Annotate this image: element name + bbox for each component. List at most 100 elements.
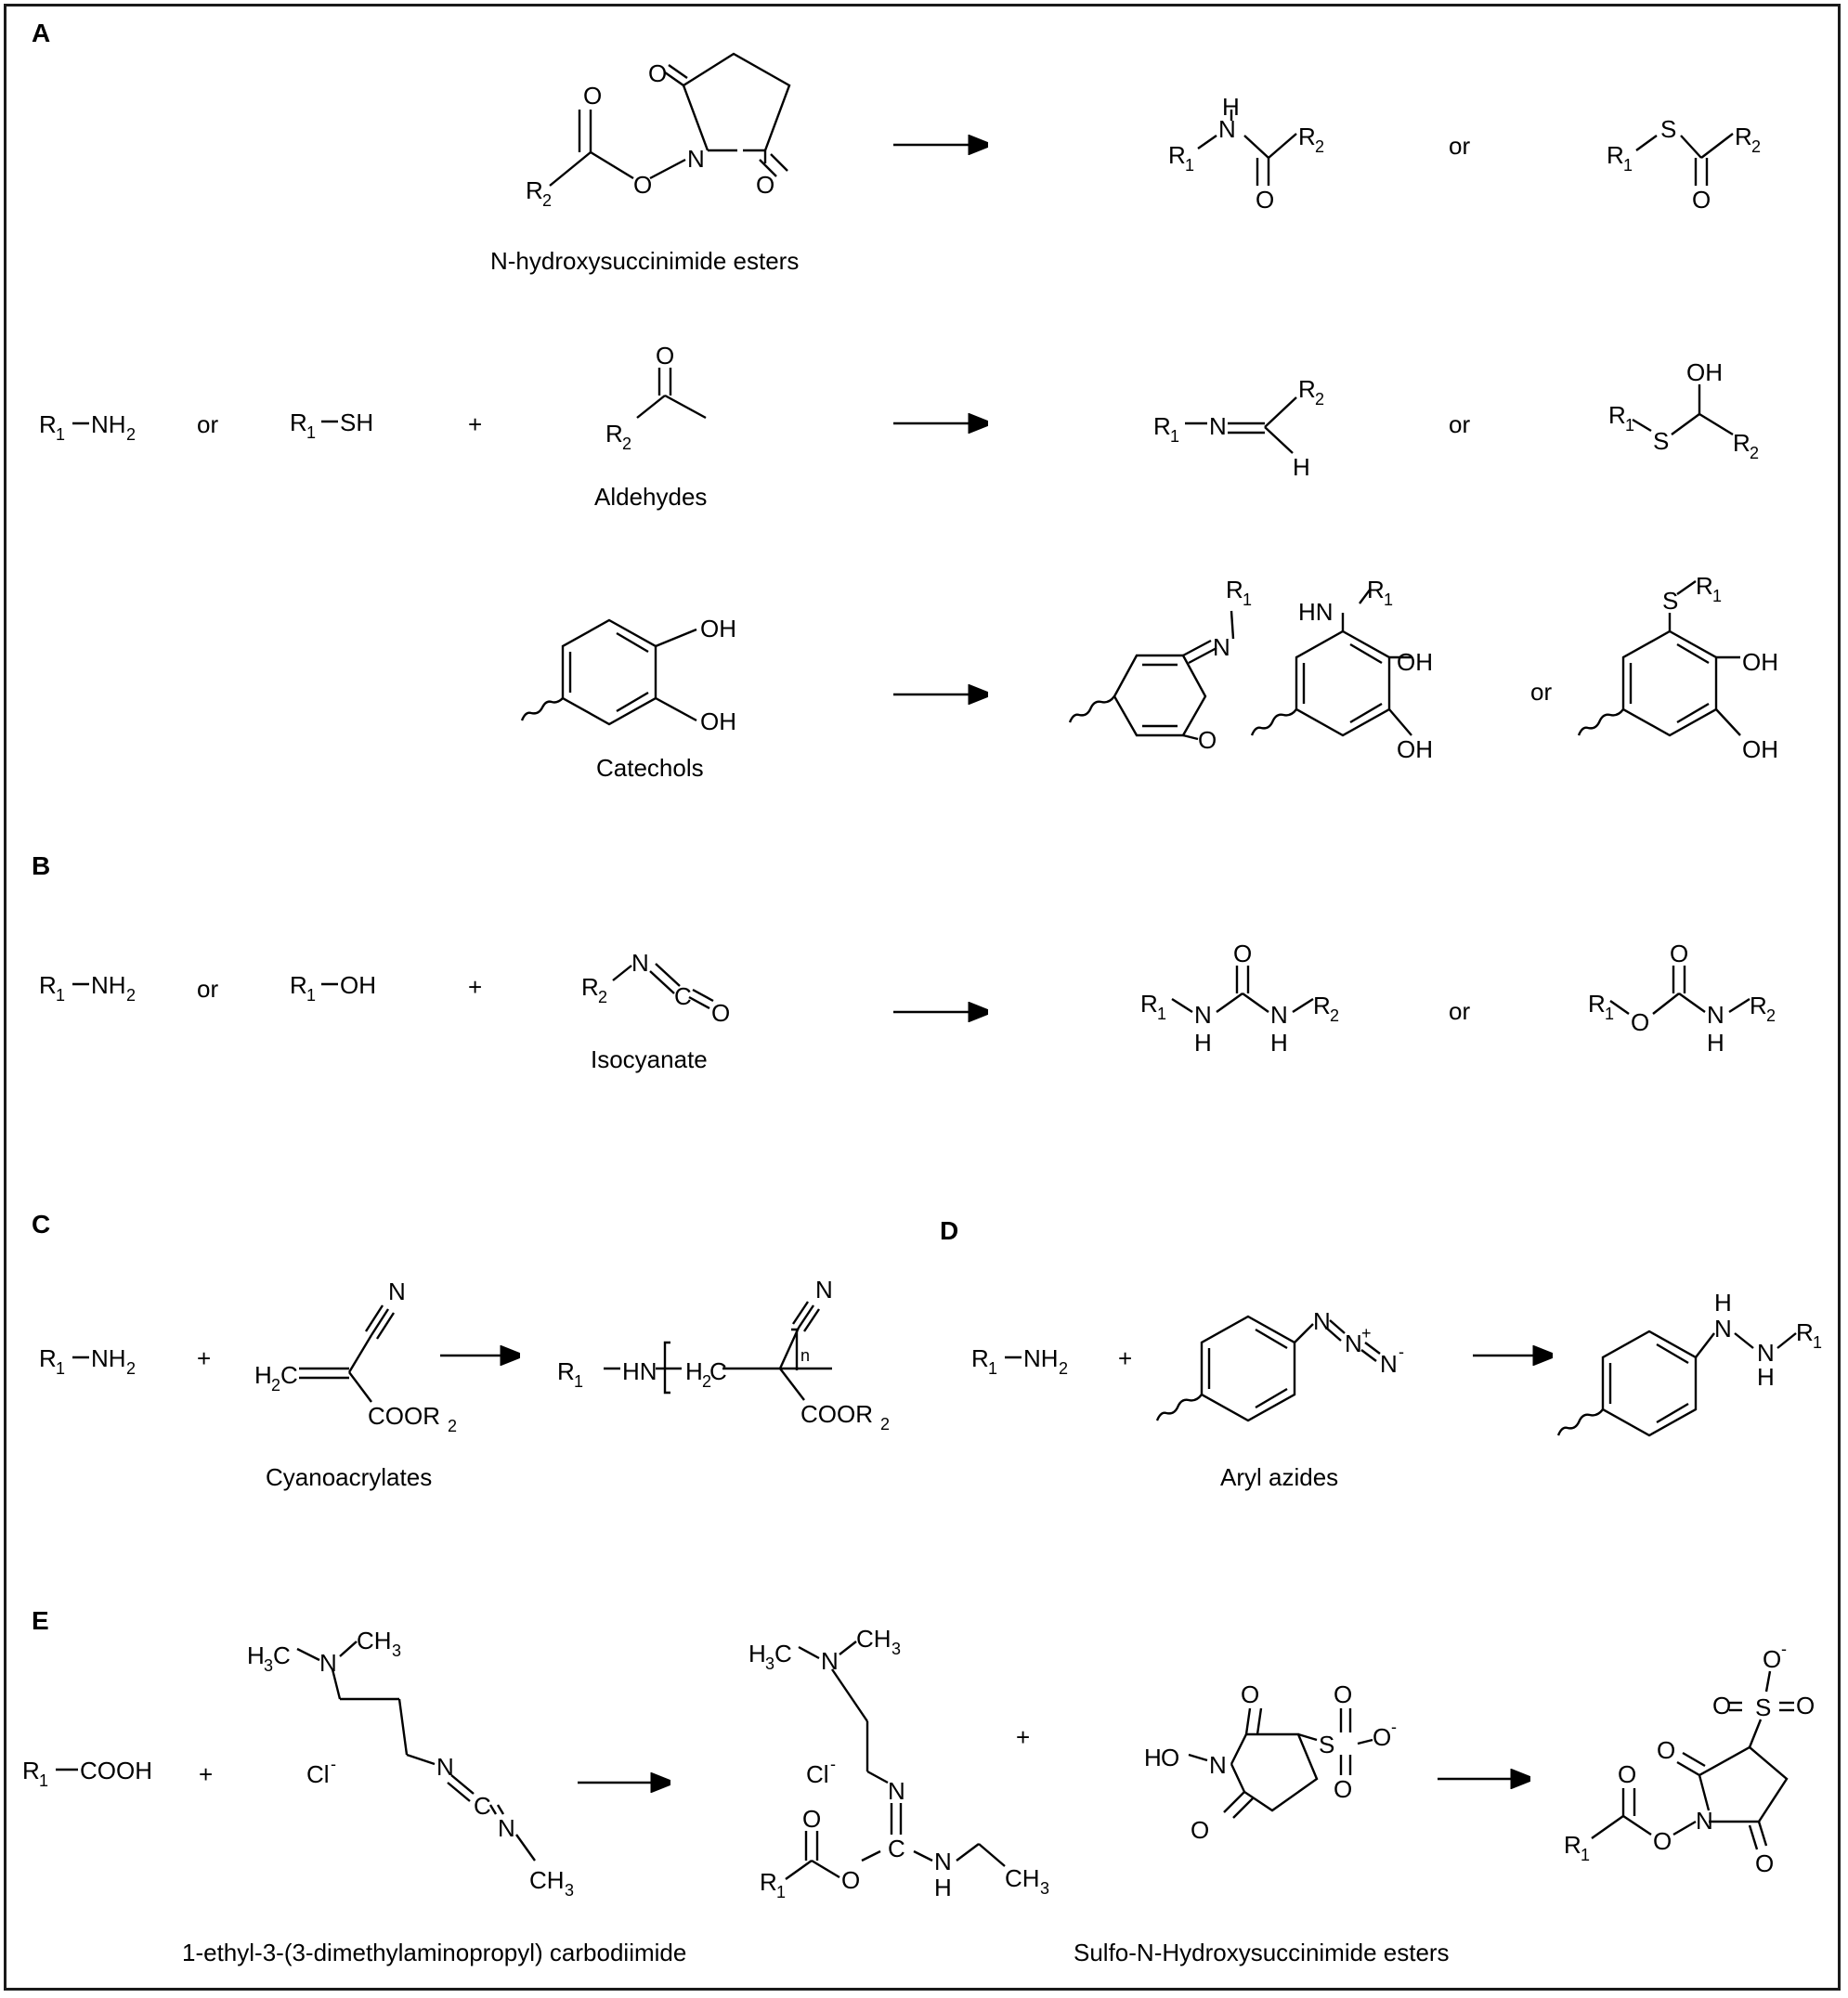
atom-oh: OH <box>1397 648 1433 676</box>
urea-product-structure <box>1171 966 1314 1014</box>
atom-r: R <box>1696 572 1713 600</box>
atom-o: O <box>1334 1680 1352 1708</box>
atom-o: O <box>802 1805 821 1833</box>
atom-c: C <box>774 1640 792 1667</box>
atom-subscript: 3 <box>392 1641 401 1660</box>
atom-r: R <box>1140 990 1158 1018</box>
atom-subscript: 1 <box>1712 587 1722 605</box>
atom-o: O <box>1161 1744 1179 1771</box>
atom-subscript: 3 <box>565 1881 574 1900</box>
atom-subscript: 1 <box>39 1771 48 1790</box>
atom-subscript: 2 <box>126 1359 136 1378</box>
atom-n: N <box>1218 115 1236 143</box>
atom-o: O <box>656 342 674 370</box>
thiocatechol-product-structure <box>1577 580 1741 737</box>
atom-o: O <box>1198 726 1217 754</box>
atom-subscript: 3 <box>1040 1879 1049 1898</box>
atom-subscript: 2 <box>1766 1006 1776 1025</box>
atom-r: R <box>581 973 599 1001</box>
atom-r: R <box>1735 123 1752 150</box>
plus-sign: + <box>1118 1344 1132 1372</box>
atom-o: O <box>1191 1816 1209 1844</box>
atom-subscript: 2 <box>1330 1006 1339 1025</box>
atom-r: R <box>1750 992 1767 1019</box>
atom-n: N <box>319 1649 337 1677</box>
atom-subscript: 2 <box>1750 444 1759 462</box>
carbamate-product-structure <box>1609 966 1750 1015</box>
atom-cl: Cl <box>306 1760 330 1788</box>
atom-subscript: 1 <box>1243 590 1252 609</box>
amide-product-structure <box>1197 110 1297 186</box>
atom-ch3: CH <box>357 1627 392 1654</box>
charge-minus: - <box>1399 1343 1404 1361</box>
atom-n: N <box>1213 633 1230 661</box>
atom-n: N <box>888 1777 905 1805</box>
sulfo-nhs-structure <box>1188 1707 1373 1819</box>
atom-subscript: 2 <box>448 1417 457 1435</box>
atom-c: C <box>273 1641 291 1669</box>
atom-h: H <box>685 1357 703 1385</box>
atom-h: H <box>1222 93 1240 121</box>
atom-subscript: 1 <box>1170 427 1179 446</box>
catechol-structure <box>520 618 697 726</box>
atom-r: R <box>39 410 57 438</box>
atom-oh: OH <box>700 615 736 642</box>
atom-ch3: CH <box>1005 1864 1040 1892</box>
atom-r: R <box>1796 1318 1814 1346</box>
atom-r: R <box>1298 123 1316 150</box>
atom-r: R <box>557 1357 575 1385</box>
atom-o: O <box>1631 1008 1649 1036</box>
atom-o: O <box>1763 1645 1781 1673</box>
atom-n: N <box>498 1814 515 1842</box>
atom-ho: H <box>1144 1744 1162 1771</box>
atom-subscript: 2 <box>1751 137 1761 156</box>
atom-o: O <box>1233 940 1252 967</box>
edc-structure <box>296 1641 536 1862</box>
atom-nh2: NH <box>1023 1344 1059 1372</box>
atom-ch3: CH <box>856 1625 891 1653</box>
atom-h: H <box>1293 453 1310 481</box>
atom-o: O <box>1670 940 1688 967</box>
atom-r: R <box>39 1344 57 1372</box>
atom-r: R <box>1588 990 1606 1018</box>
aldehyde-structure <box>636 368 707 420</box>
charge-minus: - <box>1391 1718 1397 1736</box>
quinone-imine-product-structure <box>1068 610 1235 741</box>
atom-r: R <box>1564 1831 1581 1859</box>
atom-subscript: 3 <box>891 1640 901 1658</box>
atom-o: O <box>1256 186 1274 214</box>
atom-n: N <box>436 1753 454 1781</box>
atom-r: R <box>1313 992 1331 1019</box>
caption-catechols: Catechols <box>596 754 704 782</box>
atom-o: O <box>1618 1760 1636 1788</box>
atom-subscript: 2 <box>880 1415 890 1434</box>
caption-aldehydes: Aldehydes <box>594 483 707 511</box>
atom-subscript: 1 <box>306 986 316 1005</box>
plus-sign: + <box>468 410 482 438</box>
atom-r: R <box>1367 576 1385 603</box>
atom-subscript: 2 <box>1315 390 1324 409</box>
atom-r: R <box>1298 375 1316 403</box>
atom-h: H <box>1707 1029 1724 1057</box>
atom-ch3: CH <box>529 1866 565 1894</box>
caption-isocyanate: Isocyanate <box>591 1045 708 1073</box>
atom-r: R <box>39 971 57 999</box>
atom-h: H <box>1270 1029 1288 1057</box>
atom-r: R <box>760 1868 777 1896</box>
atom-r: R <box>290 971 307 999</box>
atom-subscript: 1 <box>1625 416 1634 435</box>
atom-oh: OH <box>1686 358 1723 386</box>
plus-sign: + <box>468 973 482 1001</box>
or-text: or <box>1449 997 1470 1025</box>
atom-o: O <box>711 999 730 1027</box>
atom-h: H <box>254 1361 272 1389</box>
atom-o: O <box>1373 1723 1391 1751</box>
figure-border <box>4 4 1841 1991</box>
thioester-product-structure <box>1635 133 1734 186</box>
charge-plus: + <box>1361 1324 1372 1343</box>
atom-subscript: 1 <box>306 423 316 442</box>
aminocatechol-product-structure <box>1250 588 1412 737</box>
caption-cyanoacrylates: Cyanoacrylates <box>266 1463 432 1491</box>
atom-r: R <box>971 1344 989 1372</box>
